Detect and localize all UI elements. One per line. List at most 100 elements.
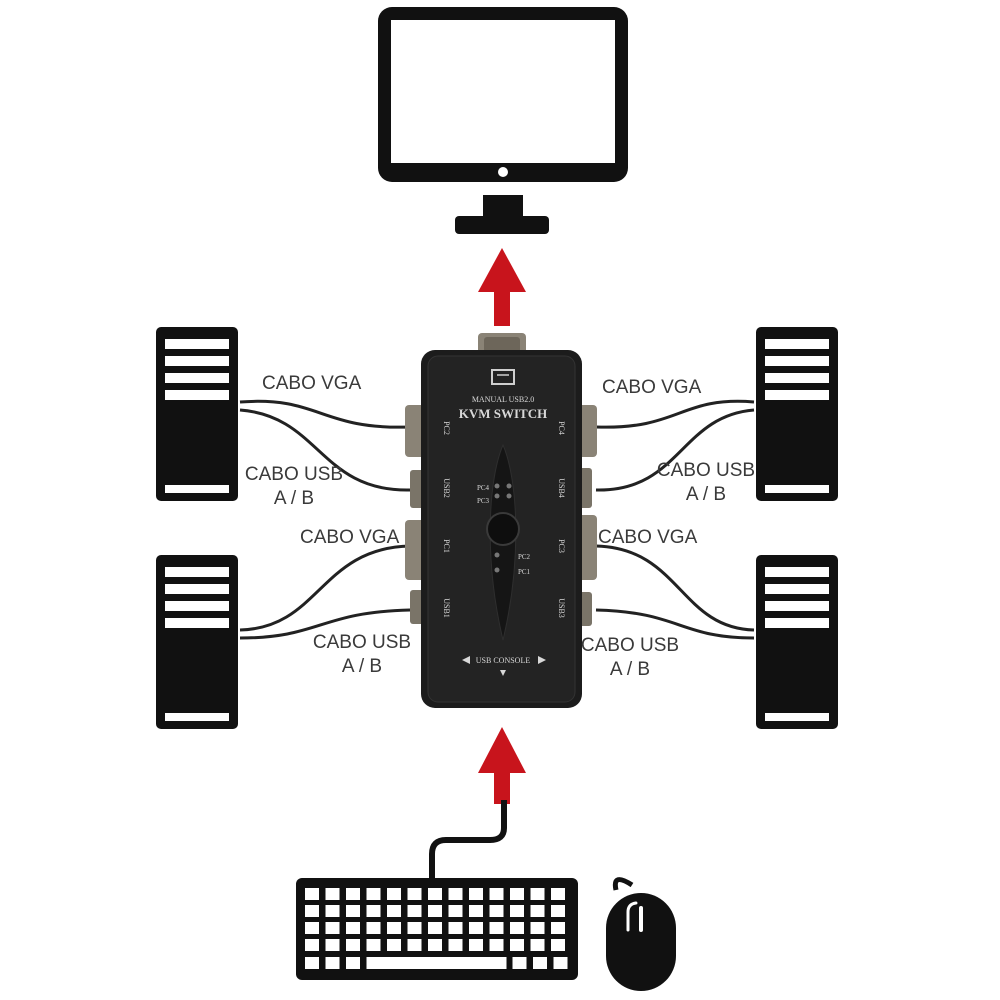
keyboard-key	[553, 957, 568, 969]
keyboard-key	[387, 905, 401, 917]
switch-title-text: KVM SWITCH	[459, 406, 547, 421]
keyboard-key	[366, 957, 507, 969]
keyboard-key	[530, 905, 545, 917]
keyboard-key	[510, 905, 524, 917]
arrow-up-top-icon	[478, 248, 526, 326]
keyboard-key	[448, 939, 463, 951]
keyboard-key	[469, 922, 483, 934]
keyboard-key	[407, 939, 422, 951]
keyboard-key	[325, 905, 340, 917]
keyboard-key	[407, 922, 422, 934]
side-label-usb2: USB2	[442, 478, 451, 498]
keyboard-key	[530, 888, 545, 900]
label-right-bottom-vga: CABO VGA	[598, 527, 698, 548]
keyboard-key	[387, 939, 401, 951]
kvm-switch: MANUAL USB2.0 KVM SWITCH USB CONSOLE PC4…	[405, 333, 597, 708]
cables-right	[595, 399, 755, 640]
switch-pc4-text: PC4	[477, 484, 490, 492]
pc-tower-bottom-left-icon	[156, 555, 238, 729]
keyboard-key	[325, 888, 340, 900]
side-label-pc4: PC4	[557, 421, 566, 435]
keyboard-key	[510, 922, 524, 934]
label-right-top-ab: A / B	[685, 484, 727, 505]
keyboard-key	[448, 888, 463, 900]
keyboard-key	[325, 922, 340, 934]
cable-vga-bottom-right	[595, 544, 755, 632]
keyboard-key	[551, 888, 565, 900]
cable-usb-bottom-right	[595, 608, 755, 640]
side-label-pc3: PC3	[557, 539, 566, 553]
keyboard-key	[530, 922, 545, 934]
keyboard-key	[305, 922, 319, 934]
keyboard-key	[533, 957, 547, 969]
label-left-top-ab: A / B	[273, 488, 315, 509]
keyboard-key	[387, 888, 401, 900]
label-left-bottom-usb: CABO USB	[312, 632, 412, 653]
keyboard-key	[428, 922, 442, 934]
keyboard-cable	[429, 800, 507, 880]
keyboard-key	[325, 939, 340, 951]
cable-usb-bottom-left	[239, 608, 411, 640]
label-left-top-vga: CABO VGA	[262, 373, 362, 394]
keyboard-key	[346, 939, 360, 951]
keyboard-key	[346, 888, 360, 900]
cable-vga-bottom-left	[239, 544, 411, 632]
keyboard-key	[305, 939, 319, 951]
side-label-pc1: PC1	[442, 539, 451, 553]
keyboard-key	[469, 905, 483, 917]
side-label-usb3: USB3	[557, 598, 566, 618]
keyboard-key	[407, 905, 422, 917]
keyboard-key	[305, 888, 319, 900]
keyboard-key	[305, 905, 319, 917]
cable-vga-top-right	[595, 399, 755, 429]
switch-console-text: USB CONSOLE	[476, 656, 531, 665]
keyboard-key	[325, 957, 340, 969]
keyboard-key	[428, 939, 442, 951]
pc-tower-top-right-icon	[756, 327, 838, 501]
monitor-icon	[378, 7, 628, 234]
keyboard-key	[407, 888, 422, 900]
arrow-up-bottom-icon	[478, 727, 526, 804]
side-label-usb1: USB1	[442, 598, 451, 618]
keyboard-key	[489, 888, 504, 900]
keyboard-key	[510, 939, 524, 951]
keyboard-key	[469, 888, 483, 900]
cables-left	[239, 399, 411, 640]
keyboard-key	[551, 939, 565, 951]
switch-button	[486, 512, 520, 546]
pc-tower-bottom-right-icon	[756, 555, 838, 729]
keyboard-key	[530, 939, 545, 951]
mouse-icon	[606, 877, 676, 991]
keyboard-key	[469, 939, 483, 951]
keyboard-key	[387, 922, 401, 934]
keyboard-key	[366, 939, 381, 951]
cable-usb-top-right	[595, 408, 755, 492]
keyboard-key	[346, 922, 360, 934]
label-right-bottom-usb: CABO USB	[580, 635, 680, 656]
side-label-pc2: PC2	[442, 421, 451, 435]
keyboard-key	[366, 905, 381, 917]
keyboard-key	[489, 922, 504, 934]
side-label-usb4: USB4	[557, 478, 566, 498]
label-right-bottom-ab: A / B	[609, 659, 651, 680]
keyboard-key	[305, 957, 319, 969]
keyboard-key	[489, 939, 504, 951]
keyboard-key	[510, 888, 524, 900]
label-right-top-usb: CABO USB	[656, 460, 756, 481]
switch-pc1-text: PC1	[518, 568, 531, 576]
keyboard-key	[489, 905, 504, 917]
cable-usb-top-left	[239, 408, 411, 492]
switch-pc3-text: PC3	[477, 497, 490, 505]
pc-tower-top-left-icon	[156, 327, 238, 501]
keyboard-key	[366, 888, 381, 900]
keyboard-key	[346, 905, 360, 917]
switch-pc2-text: PC2	[518, 553, 531, 561]
label-left-bottom-vga: CABO VGA	[300, 527, 400, 548]
keyboard-key	[428, 905, 442, 917]
keyboard-key	[448, 905, 463, 917]
label-left-top-usb: CABO USB	[244, 464, 344, 485]
keyboard-key	[551, 922, 565, 934]
keyboard-key	[512, 957, 527, 969]
label-right-top-vga: CABO VGA	[602, 377, 702, 398]
